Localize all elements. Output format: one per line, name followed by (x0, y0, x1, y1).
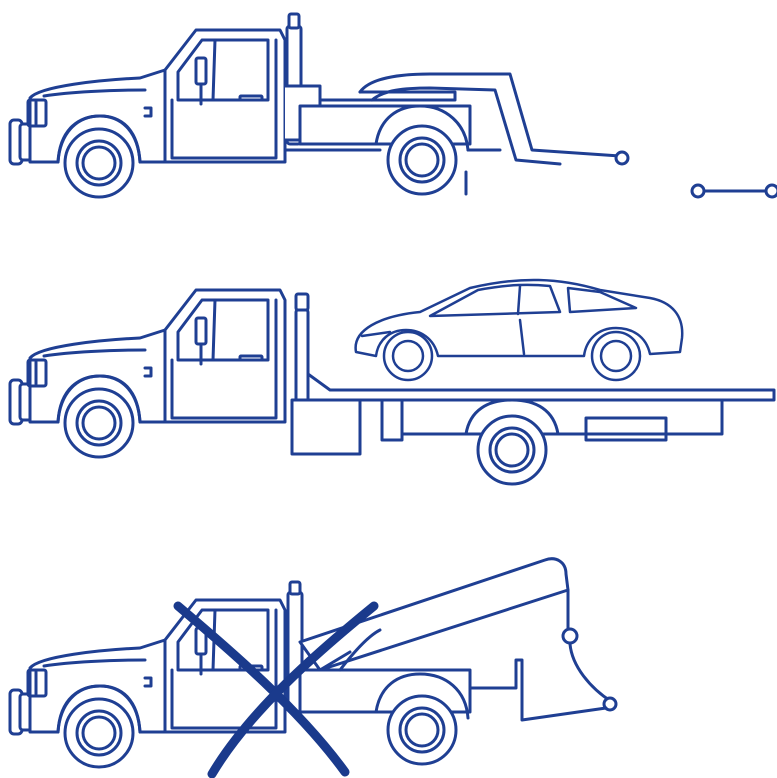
sedan-car-icon (356, 280, 683, 380)
flatbed-tow-truck-icon (10, 280, 774, 484)
wheel-lift-tow-truck-icon (10, 14, 777, 197)
